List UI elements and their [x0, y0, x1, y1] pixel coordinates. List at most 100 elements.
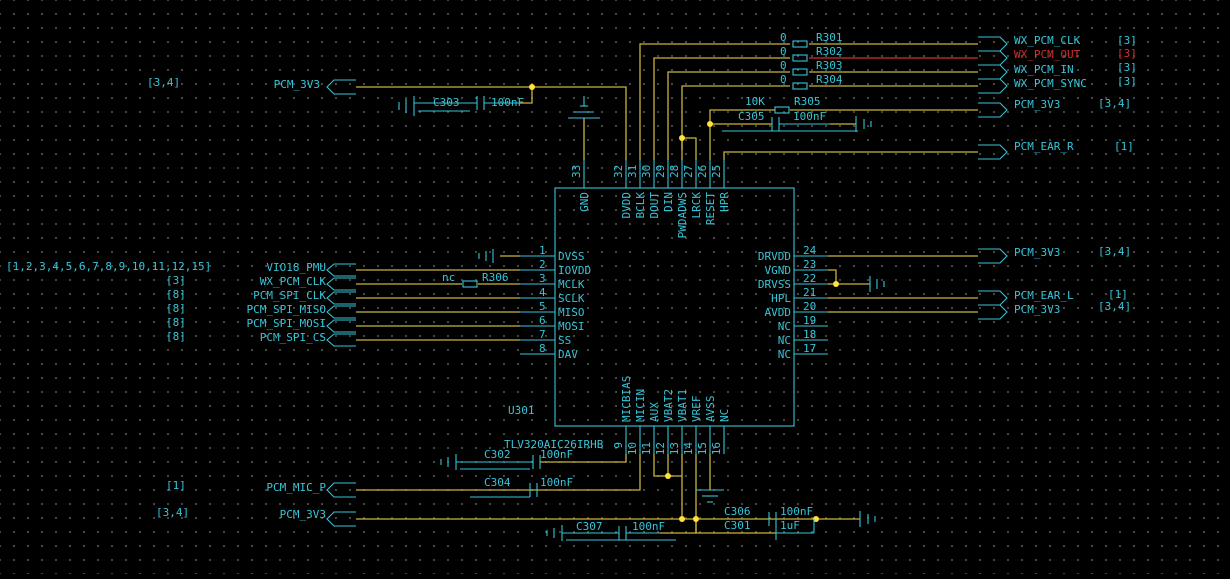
port-right-8-ref: [3,4] [1098, 300, 1131, 313]
port-left-6-net[interactable]: PCM_SPI_CS [260, 331, 326, 344]
port-right-6-net[interactable]: PCM_3V3 [1014, 246, 1060, 259]
capacitor-c303[interactable]: C303 100nF [398, 96, 524, 116]
pin-8-name: DAV [558, 348, 578, 361]
port-right-0-net[interactable]: WX_PCM_CLK [1014, 34, 1081, 47]
port-right-6-ref: [3,4] [1098, 245, 1131, 258]
port-left-1-net[interactable]: VIO18_PMU [266, 261, 326, 274]
port-left-3-net[interactable]: PCM_SPI_CLK [253, 289, 326, 302]
port-left-4-net[interactable]: PCM_SPI_MISO [247, 303, 326, 316]
r306-value: nc [442, 271, 455, 284]
pin-31-num: 31 [626, 165, 639, 178]
resistor-r303[interactable]: 0 R303 [780, 59, 843, 76]
left-pin-stubs [520, 255, 555, 355]
pin-25-name: HPR [718, 192, 731, 212]
port-left-8-net[interactable]: PCM_3V3 [280, 508, 326, 521]
port-right-2-net[interactable]: WX_PCM_IN [1014, 63, 1074, 76]
port-right-5-ref: [1] [1114, 140, 1134, 153]
pin-10-name: MICIN [634, 389, 647, 422]
port-right-3-net[interactable]: WX_PCM_SYNC [1014, 77, 1087, 90]
port-pcm-3v3-top-shape [326, 79, 356, 95]
r303-ref: R303 [816, 59, 843, 72]
pin-8-num: 8 [539, 342, 546, 355]
port-right-0-ref: [3] [1117, 34, 1137, 47]
resistor-r304[interactable]: 0 R304 [780, 73, 843, 90]
r304-value: 0 [780, 73, 787, 86]
pin-30-num: 30 [640, 165, 653, 178]
pin-26-num: 26 [696, 165, 709, 178]
port-left-2-ref: [3] [166, 274, 186, 287]
r303-value: 0 [780, 59, 787, 72]
pin-12-name: VBAT2 [662, 389, 675, 422]
c306-ref: C306 [724, 505, 751, 518]
c302-value: 100nF [540, 448, 573, 461]
port-right-5-net[interactable]: PCM_EAR_R [1014, 140, 1074, 153]
capacitor-c306[interactable]: C306 100nF [724, 505, 876, 527]
port-right-8-net[interactable]: PCM_3V3 [1014, 303, 1060, 316]
u301-part: TLV320AIC26IRHB [504, 438, 604, 451]
pin-18-name: NC [778, 334, 791, 347]
port-left-0-ref: [3,4] [147, 76, 180, 89]
junctions [529, 84, 839, 522]
port-right-4-ref: [3,4] [1098, 97, 1131, 110]
pin-33-num: 33 [570, 165, 583, 178]
resistor-r305[interactable]: 10K R305 [745, 95, 821, 114]
capacitor-drvss[interactable] [869, 276, 885, 292]
port-left-5-net[interactable]: PCM_SPI_MOSI [247, 317, 326, 330]
c305-value: 100nF [793, 110, 826, 123]
top-pin-stubs [583, 160, 725, 188]
pin-33-name: GND [578, 192, 591, 212]
pin-14-num: 14 [682, 442, 695, 456]
r305-ref: R305 [794, 95, 821, 108]
pin-12-num: 12 [654, 442, 667, 455]
pin-26-name: RESET [704, 192, 717, 225]
pin-2-name: IOVDD [558, 264, 591, 277]
pin-13-num: 13 [668, 442, 681, 455]
port-left-2-net[interactable]: WX_PCM_CLK [260, 275, 327, 288]
port-right-7-ref: [1] [1108, 288, 1128, 301]
pin-32-name: DVDD [620, 192, 633, 219]
pin-27-name: LRCK [690, 192, 703, 219]
pin-21-num: 21 [803, 286, 816, 299]
pin-22-name: DRVSS [758, 278, 791, 291]
port-right-7-net[interactable]: PCM_EAR_L [1014, 289, 1074, 302]
resistor-r306[interactable]: nc R306 [442, 271, 509, 288]
resistor-r302[interactable]: 0 R302 [780, 45, 843, 62]
r301-ref: R301 [816, 31, 843, 44]
pin-32-num: 32 [612, 165, 625, 178]
capacitor-dvss[interactable] [478, 249, 494, 263]
r306-ref: R306 [482, 271, 509, 284]
port-right-3-ref: [3] [1117, 75, 1137, 88]
port-right-2-ref: [3] [1117, 61, 1137, 74]
pin-15-num: 15 [696, 442, 709, 455]
r302-ref: R302 [816, 45, 843, 58]
capacitor-c307[interactable]: C307 100nF [546, 520, 676, 541]
pin-29-name: DIN [662, 192, 675, 212]
port-left-0-net[interactable]: PCM_3V3 [274, 78, 320, 91]
pin-19-num: 19 [803, 314, 816, 327]
pin-29-num: 29 [654, 165, 667, 178]
resistor-r301[interactable]: 0 R301 [780, 31, 843, 48]
pin-3-name: MCLK [558, 278, 585, 291]
u301-body[interactable] [554, 187, 795, 427]
capacitor-c304[interactable]: C304 100nF [470, 476, 573, 498]
port-right-1-ref: [3] [1117, 47, 1137, 60]
port-right-4-net[interactable]: PCM_3V3 [1014, 98, 1060, 111]
capacitor-c301[interactable]: C301 1uF [724, 519, 815, 540]
c307-value: 100nF [632, 520, 665, 533]
capacitor-c305[interactable]: C305 100nF [722, 110, 872, 132]
port-right-1-net[interactable]: WX_PCM_OUT [1014, 48, 1081, 61]
u301-ref: U301 [508, 404, 535, 417]
pin-5-num: 5 [539, 300, 546, 313]
c304-ref: C304 [484, 476, 511, 489]
c306-value: 100nF [780, 505, 813, 518]
ground-symbol-top [568, 96, 600, 119]
pin-20-name: AVDD [765, 306, 792, 319]
port-left-7-net[interactable]: PCM_MIC_P [266, 481, 326, 494]
pin-5-name: MISO [558, 306, 585, 319]
pin-20-num: 20 [803, 300, 816, 313]
pin-21-name: HPL [771, 292, 791, 305]
c303-value: 100nF [491, 96, 524, 109]
capacitor-c302[interactable]: C302 100nF [440, 448, 573, 470]
